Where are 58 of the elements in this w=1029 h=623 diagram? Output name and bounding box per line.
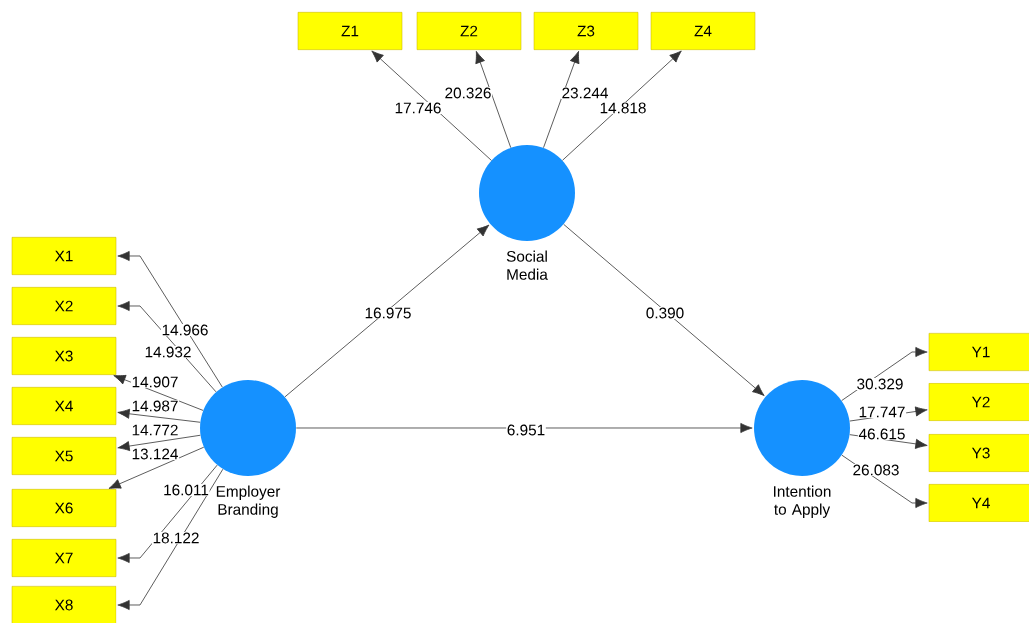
indicator-box: Y1 <box>928 333 1029 371</box>
edge-label: 16.011 <box>162 483 210 497</box>
arrow <box>841 347 928 401</box>
edge-label: 14.772 <box>130 423 180 436</box>
indicator-box: Y2 <box>928 383 1029 421</box>
indicator-box: X4 <box>11 387 117 425</box>
arrow <box>284 224 490 398</box>
edge-label: 0.390 <box>645 306 685 320</box>
edge-label: 14.966 <box>160 323 210 337</box>
indicator-box: X1 <box>11 237 117 275</box>
indicator-box: Y4 <box>928 484 1029 522</box>
construct-label: Intention to Apply <box>774 485 831 518</box>
arrow <box>563 223 765 397</box>
arrow <box>113 374 204 411</box>
edge-label: 14.907 <box>130 375 180 389</box>
edge-label: 14.932 <box>143 345 193 359</box>
indicator-box: X7 <box>11 539 117 577</box>
arrow <box>371 50 492 161</box>
indicator-box: X6 <box>11 489 117 527</box>
arrow <box>562 50 682 161</box>
arrow <box>117 468 224 610</box>
edge-label: 20.326 <box>443 86 493 100</box>
edge-label: 30.329 <box>855 377 905 391</box>
construct-label: Social Media <box>506 250 548 280</box>
indicator-box: X2 <box>11 287 117 325</box>
indicator-box: X8 <box>11 586 117 623</box>
arrow <box>543 51 580 149</box>
edge-label: 26.083 <box>851 463 901 477</box>
indicator-box: Z4 <box>650 12 756 50</box>
arrow <box>295 423 753 433</box>
indicator-box: X5 <box>11 437 117 475</box>
indicator-box: Z3 <box>533 12 639 50</box>
arrow <box>841 454 928 508</box>
edge-label: 17.746 <box>393 101 443 115</box>
edge-label: 14.818 <box>598 101 648 115</box>
arrow <box>117 434 201 452</box>
construct-circle <box>754 380 850 476</box>
edge-label: 13.124 <box>130 447 180 461</box>
indicator-box: X3 <box>11 337 117 375</box>
indicator-box: Z2 <box>416 12 522 50</box>
edge-label: 18.122 <box>151 531 201 545</box>
edge-label: 16.975 <box>363 306 413 320</box>
edge-label: 17.747 <box>857 406 907 418</box>
edge-label: 14.987 <box>130 399 180 413</box>
indicator-box: Y3 <box>928 434 1029 472</box>
arrow <box>117 464 218 563</box>
construct-circle <box>200 380 296 476</box>
construct-circle <box>479 145 575 241</box>
arrow <box>475 51 512 148</box>
arrow <box>117 408 201 423</box>
edge-label: 23.244 <box>560 86 610 100</box>
construct-label: Employer Branding <box>216 485 281 518</box>
edge-label: 6.951 <box>506 423 546 437</box>
arrow <box>117 251 223 388</box>
indicator-box: Z1 <box>297 12 403 50</box>
arrow <box>108 446 205 489</box>
edge-label: 46.615 <box>857 427 907 441</box>
arrow <box>117 301 217 393</box>
